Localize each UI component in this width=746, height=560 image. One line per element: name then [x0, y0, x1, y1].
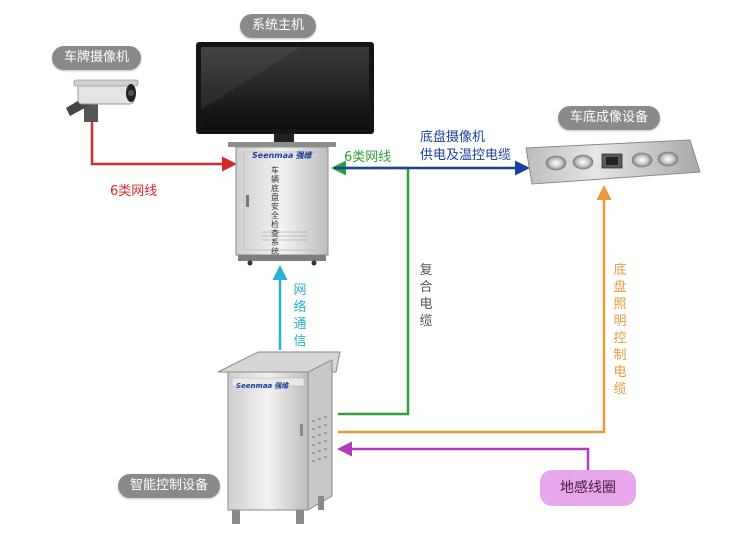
smart-control-cabinet-icon [217, 351, 341, 524]
host-cabinet-icon [235, 146, 329, 266]
edge-label-composite: 复合电缆 [419, 263, 433, 329]
edge-label-cat6-left: 6类网线 [110, 184, 158, 199]
edge-composite-green [331, 160, 410, 416]
undercar-device-label: 车底成像设备 [558, 106, 661, 130]
loop-coil-label: 地感线圈 [540, 470, 636, 506]
edge-lighting-orange [338, 185, 612, 434]
edge-label-chassis-line1: 底盘摄像机 [420, 130, 486, 145]
monitor-icon [196, 42, 374, 147]
edge-label-cat6-right: 6类网线 [344, 150, 392, 165]
undercar-device-icon [525, 139, 701, 185]
edge-label-network-comm: 网络通信 [293, 283, 307, 349]
host-vertical-title: 车辆底盘安全检查系统 [271, 166, 279, 256]
plate-camera-label: 车牌摄像机 [52, 46, 142, 70]
edge-loop-purple [337, 441, 590, 470]
edge-label-lighting: 底盘照明控制电缆 [613, 263, 627, 397]
host-label: 系统主机 [240, 14, 317, 38]
smart-control-label: 智能控制设备 [118, 474, 221, 498]
edge-label-chassis-line2: 供电及温控电缆 [420, 148, 512, 163]
plate-camera-icon [66, 79, 139, 122]
edge-cat6-red [90, 122, 237, 172]
